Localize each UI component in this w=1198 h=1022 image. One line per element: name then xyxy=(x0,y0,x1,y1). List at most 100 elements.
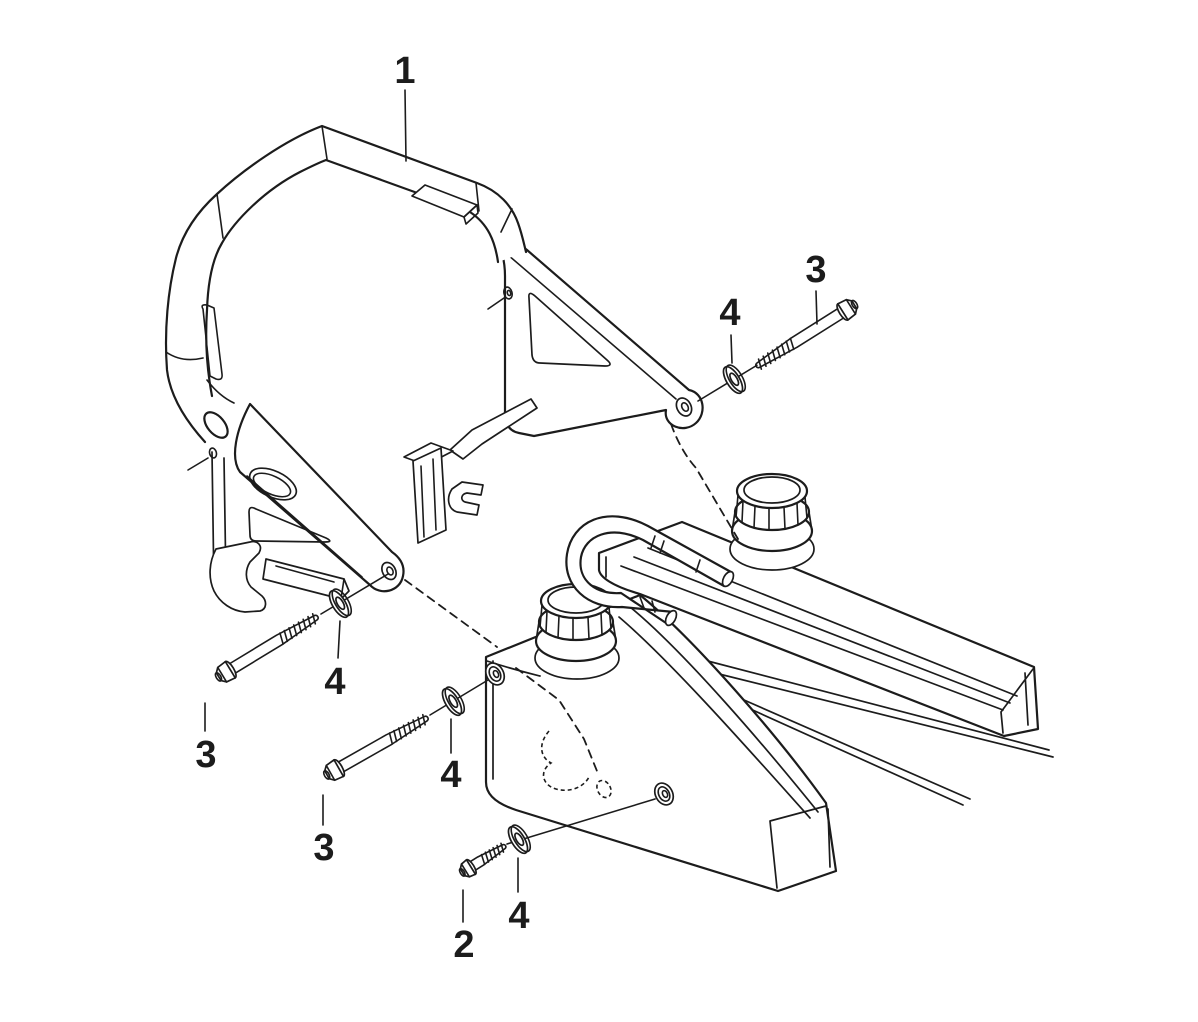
bolt-axis-bottom xyxy=(506,798,656,845)
grip-seams xyxy=(165,351,235,404)
washer-thickness xyxy=(444,686,466,715)
callout-label-4b: 4 xyxy=(324,661,345,703)
washer-bottom xyxy=(507,824,532,855)
gusset-triangle-cutout xyxy=(248,506,331,543)
callout-label-1: 1 xyxy=(394,50,415,92)
callouts: 1 3 4 4 3 4 3 4 2 xyxy=(195,50,826,966)
bolt-left xyxy=(214,612,319,683)
bolt-head-facet xyxy=(325,764,336,782)
guide-dashed-lower xyxy=(404,579,498,648)
frame-right-tab-hole xyxy=(675,397,693,417)
frame-right-tab-hole-inner xyxy=(680,401,690,413)
grip-strip xyxy=(201,304,223,381)
bolt-axis-center xyxy=(429,679,489,716)
rail-line xyxy=(699,658,1050,751)
callout-label-2: 2 xyxy=(453,924,474,966)
front-fuel-cap xyxy=(534,582,618,663)
frame-lower-tab-hole-inner xyxy=(386,566,394,576)
washer-hole xyxy=(729,372,740,387)
bolt-shank xyxy=(755,307,846,369)
clamp-fork xyxy=(447,481,484,516)
bolt-head-end xyxy=(850,299,859,310)
bolt-head-facet xyxy=(460,863,471,878)
callout-label-4c: 4 xyxy=(440,754,461,796)
washer-hole xyxy=(335,596,346,611)
grommet-mid xyxy=(488,666,502,682)
handle-frame xyxy=(164,124,704,613)
strap-end-cap xyxy=(721,570,735,588)
bolt-head-end xyxy=(322,769,331,780)
clamp-channel xyxy=(412,447,447,544)
bolt-shank xyxy=(467,843,507,873)
bolt-shank xyxy=(227,614,319,675)
frame-rails xyxy=(699,658,1054,806)
grommet-mid xyxy=(657,786,671,802)
bolt-head-end xyxy=(458,867,466,877)
hidden-bolt-path xyxy=(515,667,600,777)
plate-triangle-cutout xyxy=(528,292,611,367)
cap-knurl xyxy=(539,604,612,641)
washer-hole xyxy=(514,832,525,847)
washer-thickness xyxy=(510,824,532,853)
tube-end-cap xyxy=(203,411,229,439)
strap-fill xyxy=(566,516,731,625)
grommet-hole xyxy=(492,669,500,679)
front-tank xyxy=(484,582,838,893)
bolt-head-end xyxy=(214,671,223,682)
leader-4-upper-right xyxy=(730,334,733,364)
assembly-guides xyxy=(320,363,760,845)
rear-tank-ridge xyxy=(620,565,1004,711)
tube-top-tab-side xyxy=(463,204,479,225)
front-tank-ridge xyxy=(629,606,819,813)
leader-4-left xyxy=(337,620,341,659)
gusset-oval-cutout-inner xyxy=(252,472,292,498)
washer-thickness xyxy=(331,588,353,617)
bolt-body-fill xyxy=(323,715,428,780)
tube-seams xyxy=(216,125,513,239)
strap-end-cap xyxy=(664,609,678,627)
rail-line xyxy=(736,702,964,806)
washer-thickness xyxy=(725,364,747,393)
grommet-hole xyxy=(661,789,669,799)
rear-fuel-cap xyxy=(730,472,814,553)
rear-tank-ridge xyxy=(633,556,1011,704)
bolt-center xyxy=(322,713,429,782)
leader-3-upper-right xyxy=(815,290,818,325)
front-tank-grommet-upper xyxy=(484,662,506,686)
plate-small-hole-tick xyxy=(487,297,505,310)
bolt-threads xyxy=(480,842,505,866)
bolt-head-facet xyxy=(845,298,857,315)
callout-label-3a: 3 xyxy=(805,249,826,291)
front-tank-grommet-lower xyxy=(653,782,675,806)
bolt-bottom xyxy=(458,842,507,878)
hidden-pocket-outline xyxy=(540,730,590,792)
callout-label-3c: 3 xyxy=(313,827,334,869)
bolt-upper-right xyxy=(755,298,859,370)
gusset-small-hole-tick xyxy=(187,457,209,471)
clamp-channel-lines xyxy=(420,458,437,538)
bolt-head-facet xyxy=(216,666,228,683)
cap-dome xyxy=(743,476,801,504)
clamp-arm xyxy=(449,398,538,460)
frame-lower-gusset xyxy=(233,402,405,593)
rail-line xyxy=(743,699,971,800)
bolt-shank xyxy=(336,715,429,773)
front-tank-ridge xyxy=(618,616,811,819)
callout-label-3b: 3 xyxy=(195,734,216,776)
tank-strap-handle xyxy=(565,515,735,627)
bolt-axis-left xyxy=(320,573,389,615)
guide-dashed-right xyxy=(670,423,739,540)
strap-knurl xyxy=(639,535,701,613)
leader-1 xyxy=(404,89,407,162)
bolt-body-fill xyxy=(756,299,858,369)
front-tank-end-face xyxy=(769,805,831,889)
tube-fill xyxy=(166,126,526,442)
callout-label-4d: 4 xyxy=(508,895,529,937)
cap-knurl xyxy=(735,494,808,531)
frame-clamp-bracket xyxy=(403,398,538,544)
rail-line xyxy=(702,669,1054,758)
callout-label-4a: 4 xyxy=(719,292,740,334)
bolt-threads xyxy=(279,612,317,645)
